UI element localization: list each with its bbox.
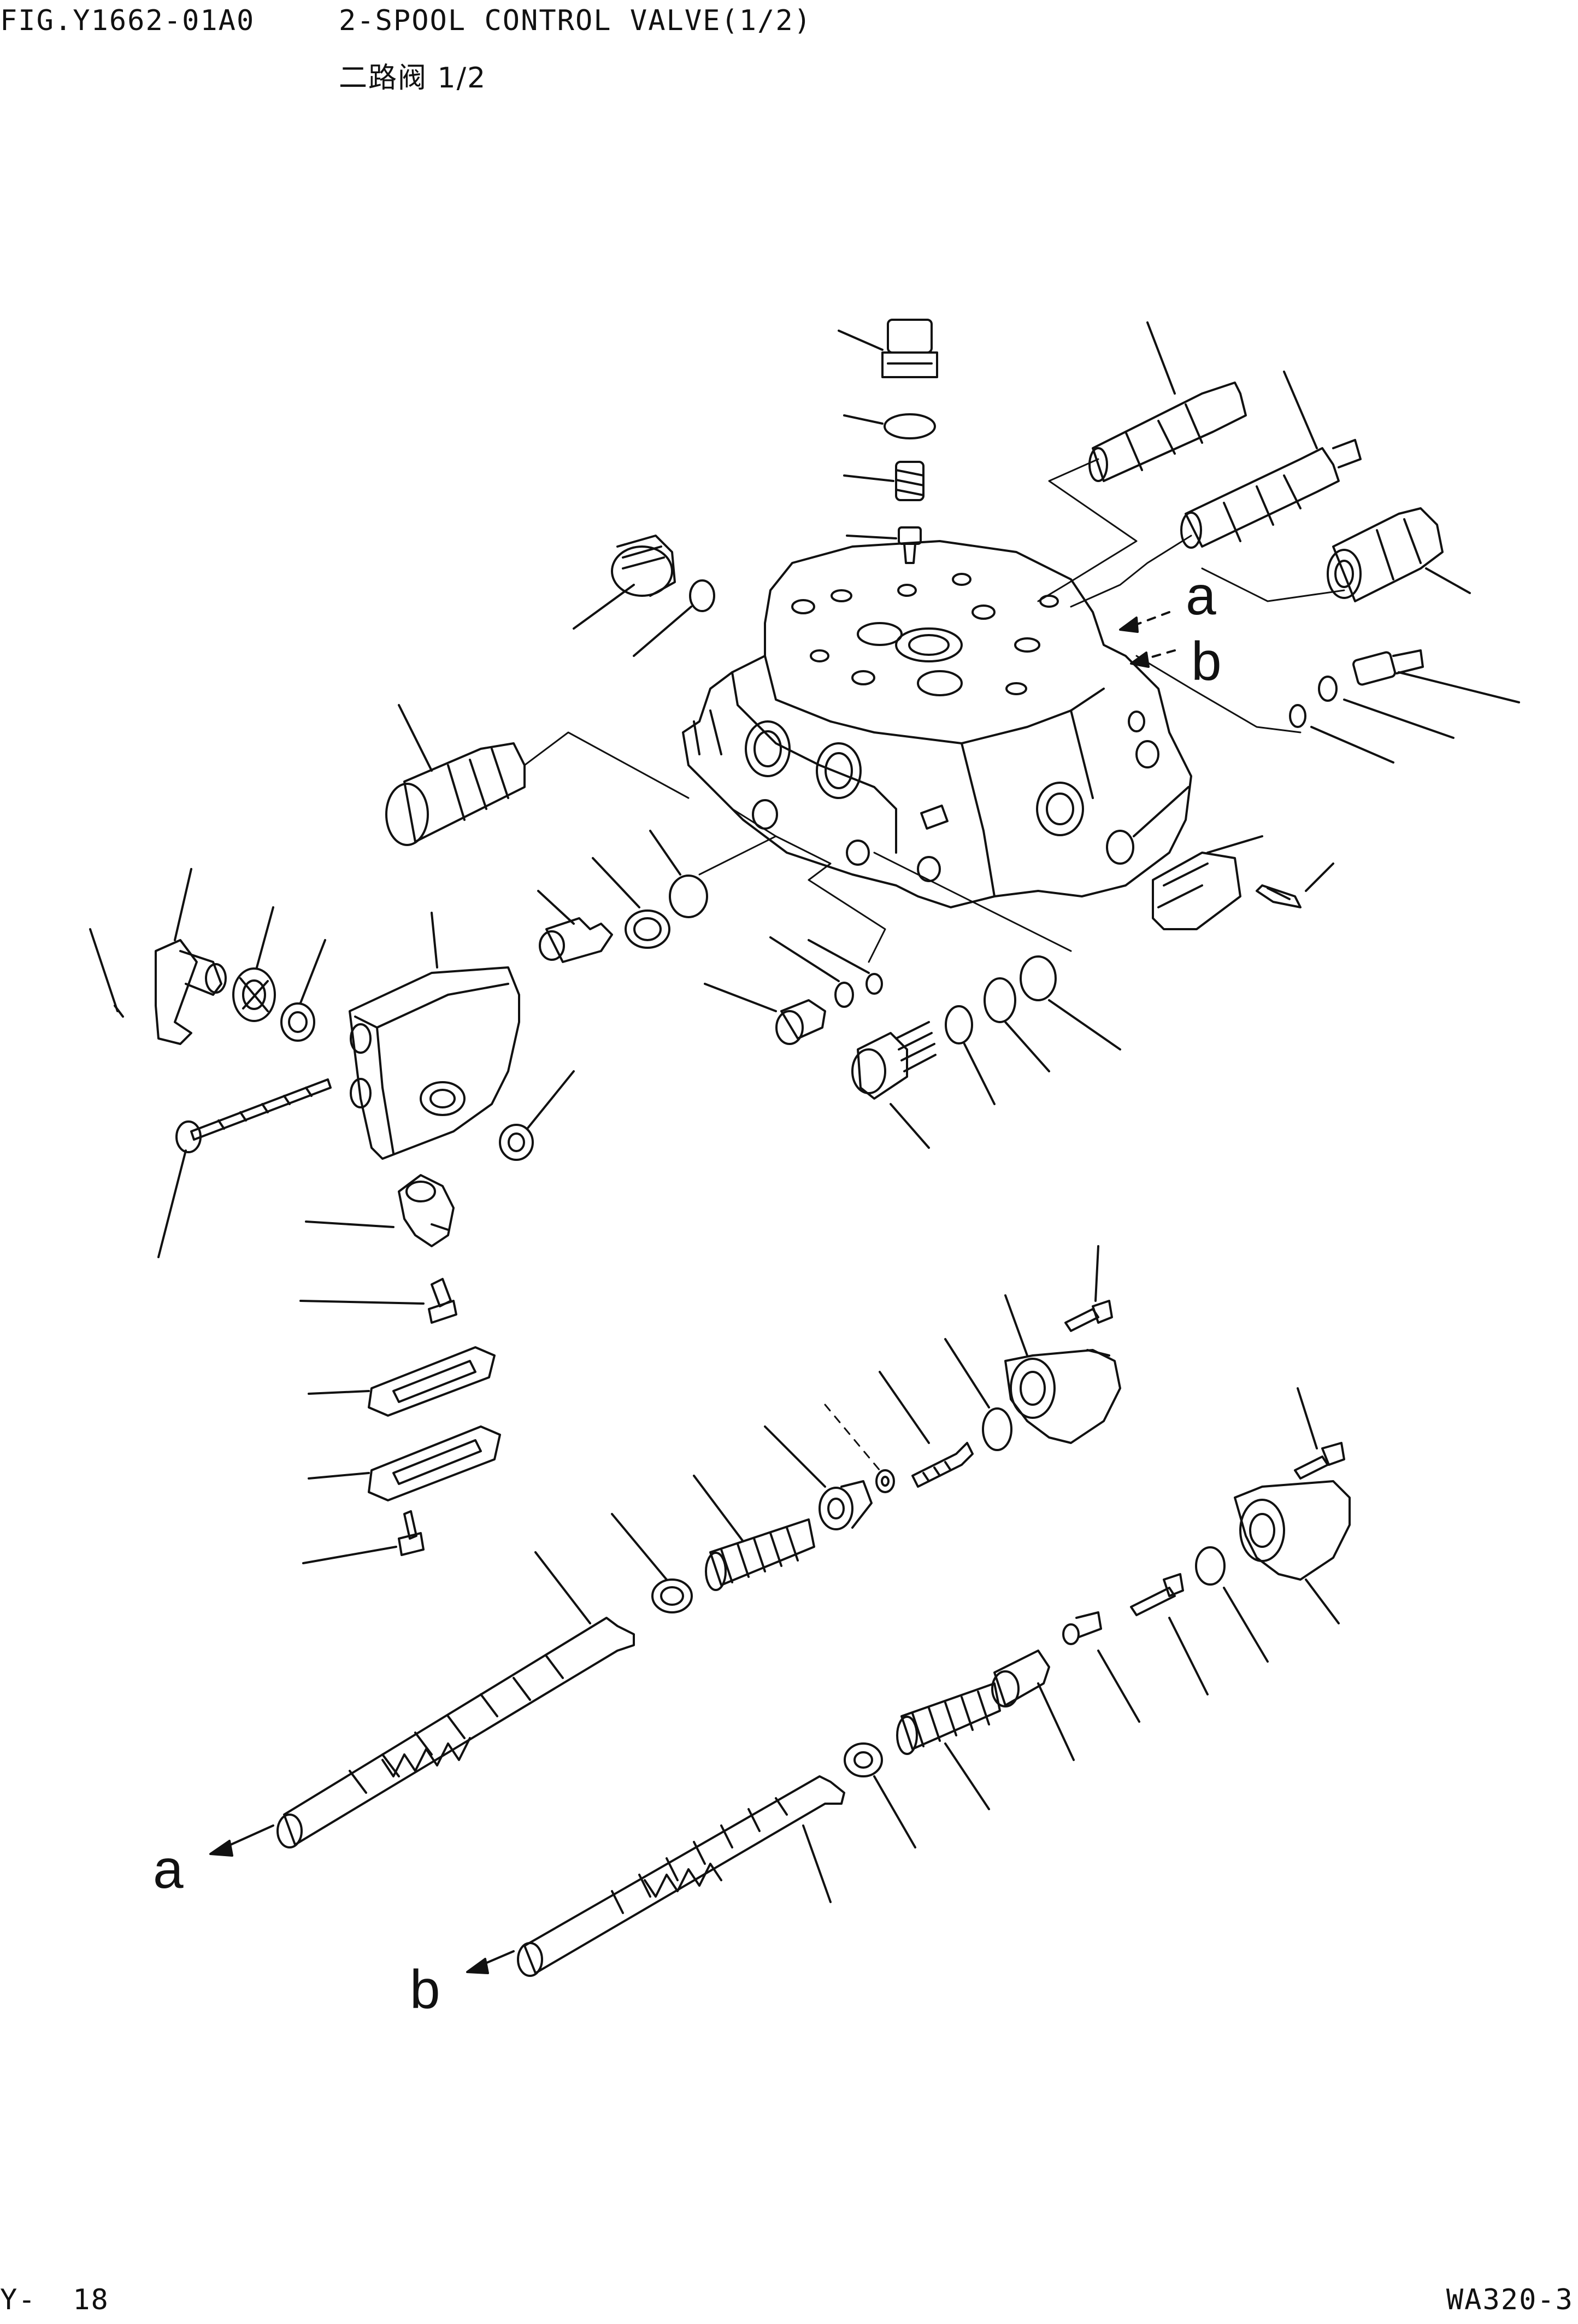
callout-label-b-upper: b	[1191, 631, 1222, 692]
o-ring-a	[944, 1338, 1012, 1451]
bolt-b	[1130, 1573, 1209, 1695]
relief-valve-cartridge-3	[1327, 507, 1471, 602]
washer-b	[1062, 1611, 1140, 1723]
valve-body	[682, 540, 1192, 908]
bearing-2	[280, 939, 326, 1042]
figure-code: FIG.Y1662-01A0	[0, 4, 255, 37]
pin	[89, 928, 124, 1018]
center-o-ring-3	[1020, 955, 1121, 1051]
right-o-ring-small-1	[1318, 676, 1455, 739]
lever	[155, 868, 227, 1045]
top-o-ring	[843, 413, 936, 439]
spring-seat-a	[611, 1513, 693, 1613]
washer-a	[824, 1404, 895, 1493]
callout-label-a-upper: a	[1186, 565, 1216, 626]
center-spring-plug	[851, 1021, 937, 1149]
small-o-ring-center-1	[769, 936, 854, 1008]
right-cover-plate	[1152, 835, 1263, 930]
bracket-housing	[349, 912, 520, 1160]
callout-arrow-a-upper	[1119, 611, 1170, 633]
top-plug	[838, 319, 938, 378]
relief-valve-cartridge-2	[1180, 371, 1362, 549]
right-o-ring-large	[1106, 786, 1190, 865]
o-ring-b	[1195, 1546, 1269, 1663]
spring-b	[896, 1682, 1001, 1810]
page-number: Y- 18	[0, 2284, 109, 2316]
lever-bolt	[299, 1278, 457, 1324]
gasket-upper	[308, 1346, 496, 1417]
middle-leader-fork	[698, 808, 1072, 963]
spring-a	[693, 1475, 815, 1591]
model-code: WA320-3	[1446, 2284, 1574, 2316]
center-o-ring-2	[984, 977, 1050, 1072]
top-poppet	[846, 526, 922, 564]
small-o-ring-center-2	[808, 939, 883, 995]
spring-retainer-a	[764, 1425, 873, 1530]
cap-bolt-b	[1294, 1387, 1345, 1480]
gasket-lower	[308, 1425, 501, 1501]
figure-subtitle: 二路阀 1/2	[339, 62, 487, 95]
leader-group-top-right	[1037, 458, 1345, 608]
callout-label-a-lower: a	[153, 1839, 184, 1900]
figure-title: 2-SPOOL CONTROL VALVE(1/2)	[339, 4, 812, 37]
center-o-ring-1	[945, 1005, 996, 1105]
spool-b	[517, 1775, 845, 1977]
callout-arrow-b-lower	[466, 1950, 515, 1974]
gasket-screw	[302, 1510, 425, 1564]
bearing-1	[232, 906, 276, 1022]
bracket-bushing	[499, 1070, 575, 1161]
spool-cap-a	[1004, 1294, 1121, 1444]
left-relief-cartridge	[385, 704, 690, 846]
callout-arrow-a-lower	[209, 1824, 274, 1857]
spring-seat-b	[844, 1742, 916, 1848]
lever-arm	[305, 1174, 455, 1247]
spool-a	[276, 1551, 635, 1848]
cap-bolt-a	[1064, 1245, 1113, 1332]
small-plug-center	[704, 983, 826, 1045]
spring-guide-b	[991, 1650, 1075, 1761]
callout-label-b-lower: b	[410, 1959, 440, 2020]
right-cover-bolt	[1256, 862, 1334, 908]
check-poppet	[537, 890, 613, 963]
right-o-ring-small-2	[1135, 655, 1394, 764]
top-spring	[843, 461, 925, 501]
check-o-ring	[649, 830, 708, 918]
left-cap-plug	[573, 535, 676, 630]
right-plug-fitting	[1352, 649, 1520, 703]
spool-cap-b	[1234, 1480, 1351, 1624]
check-seat	[592, 857, 670, 949]
left-cap-o-ring	[633, 579, 715, 657]
relief-valve-cartridge-1	[1088, 321, 1247, 482]
callout-arrow-b-upper	[1130, 649, 1176, 668]
bolt-a	[879, 1371, 974, 1488]
bracket-bolt-long	[157, 1078, 332, 1258]
